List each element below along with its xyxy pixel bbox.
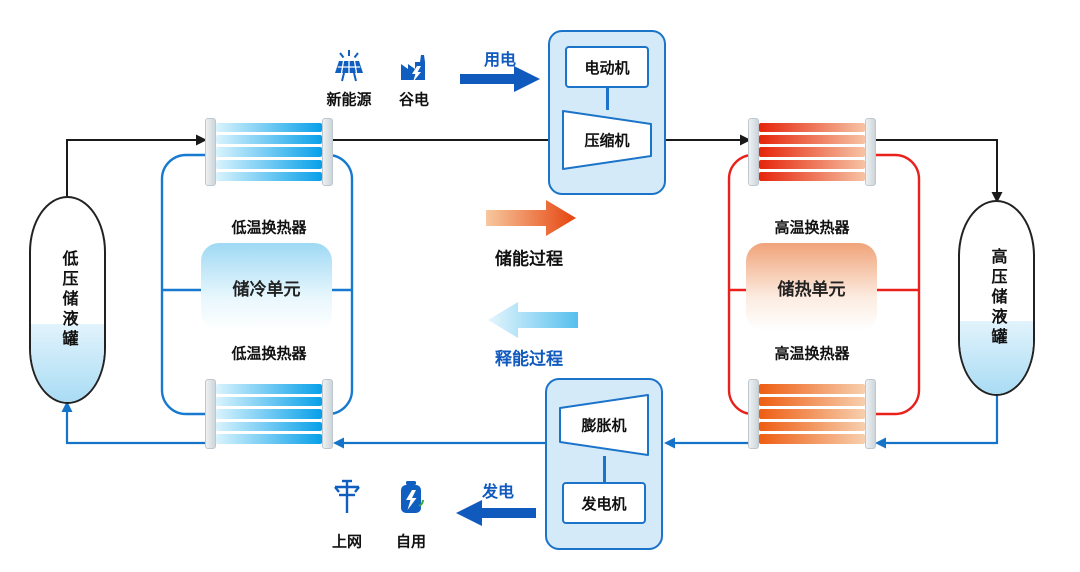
solar-panel-icon — [335, 50, 363, 82]
high-temp-exchanger-bottom-label: 高温换热器 — [774, 345, 850, 363]
cold-storage-label: 储冷单元 — [232, 279, 301, 299]
high-pressure-tank-label: 高压储液罐 — [988, 248, 1006, 348]
charge-process-label: 储能过程 — [495, 249, 563, 269]
low-temp-exchanger-top-label: 低温换热器 — [231, 219, 307, 237]
exchanger-end-cap — [322, 379, 333, 449]
high-temp-exchanger-top-label: 高温换热器 — [774, 219, 850, 237]
generator: 发电机 — [562, 482, 646, 524]
discharge-path — [65, 395, 999, 445]
charge-path — [66, 139, 998, 196]
power-output-arrow — [456, 500, 536, 526]
power-input-label: 用电 — [483, 52, 517, 69]
exchanger-end-cap — [322, 118, 333, 186]
expander-label: 膨胀机 — [581, 417, 627, 435]
expander-shape — [559, 394, 649, 456]
battery-self-use-icon — [401, 481, 424, 513]
power-input-arrow — [460, 66, 540, 92]
generator-label: 发电机 — [581, 495, 627, 513]
motor-label: 电动机 — [584, 59, 630, 77]
cold-storage-unit: 储冷单元 — [201, 243, 332, 331]
low-pressure-tank: 低压储液罐 — [29, 196, 106, 404]
to-grid-label: 上网 — [331, 533, 363, 551]
high-pressure-tank: 高压储液罐 — [958, 200, 1035, 396]
tank-liquid-fill — [31, 324, 104, 402]
motor: 电动机 — [565, 46, 649, 88]
low-temp-exchanger-bottom — [205, 379, 333, 449]
transmission-tower-icon — [334, 479, 360, 513]
power-output-label: 发电 — [481, 484, 515, 501]
motor-compressor-shaft — [606, 88, 609, 110]
self-use-label: 自用 — [395, 533, 427, 551]
exchanger-end-cap — [205, 379, 216, 449]
renewable-source-label: 新能源 — [326, 91, 372, 109]
exchanger-end-cap — [205, 118, 216, 186]
expander-generator-shaft — [603, 456, 606, 482]
heat-storage-label: 储热单元 — [777, 279, 846, 299]
compressor-shape — [562, 110, 652, 170]
exchanger-end-cap — [865, 379, 876, 449]
tank-liquid-fill — [960, 321, 1033, 394]
heat-storage-unit: 储热单元 — [746, 243, 877, 331]
low-temp-exchanger-bottom-label: 低温换热器 — [231, 345, 307, 363]
high-temp-exchanger-top — [748, 118, 876, 186]
low-pressure-tank-label: 低压储液罐 — [59, 250, 77, 350]
charge-path-arrowheads — [196, 134, 1003, 203]
discharge-process-label: 释能过程 — [495, 349, 563, 369]
exchanger-end-cap — [748, 118, 759, 186]
off-peak-source-label: 谷电 — [398, 91, 430, 109]
high-temp-exchanger-bottom — [748, 379, 876, 449]
exchanger-end-cap — [865, 118, 876, 186]
compressor-label: 压缩机 — [584, 132, 630, 150]
factory-power-icon — [401, 55, 425, 82]
low-temp-exchanger-top — [205, 118, 333, 186]
charge-process-arrow — [486, 200, 576, 236]
discharge-path-arrowheads — [61, 401, 886, 449]
discharge-process-arrow — [488, 302, 578, 338]
exchanger-end-cap — [748, 379, 759, 449]
